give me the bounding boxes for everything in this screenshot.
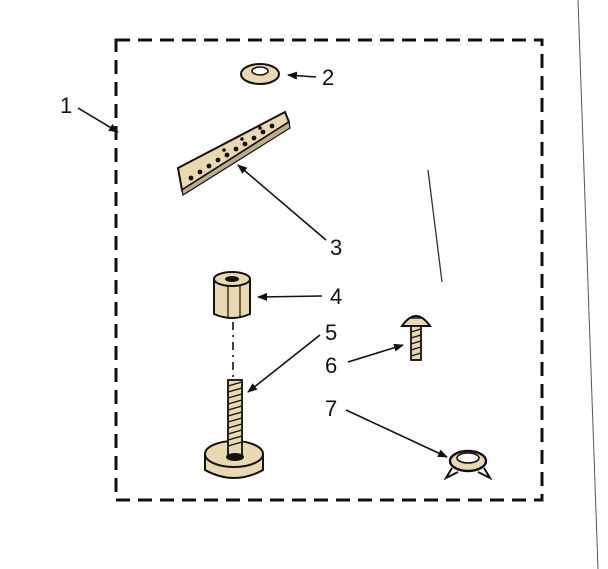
stray-line — [427, 169, 443, 283]
callout-3-strap: 3 — [330, 235, 343, 260]
clip-part — [443, 449, 493, 481]
leader-3 — [237, 164, 327, 241]
screw-part — [400, 315, 432, 361]
leader-6 — [347, 343, 404, 363]
leader-4 — [257, 292, 323, 301]
callout-4-nut: 4 — [330, 284, 343, 309]
callout-6-screw: 6 — [325, 353, 338, 378]
leader-7 — [345, 409, 448, 458]
leader-1 — [77, 107, 119, 133]
scan-edge-line — [577, 0, 599, 569]
kit-boundary — [114, 38, 544, 502]
leader-5 — [247, 334, 321, 393]
callout-5-leveling-leg: 5 — [325, 320, 338, 345]
callout-1-kit: 1 — [60, 93, 73, 118]
leader-2 — [287, 71, 317, 80]
callout-7-clip: 7 — [325, 396, 338, 421]
callout-2-washer: 2 — [322, 65, 335, 90]
leveling-leg-part — [204, 379, 264, 479]
washer-part — [240, 63, 280, 85]
strap-part — [176, 110, 291, 196]
coupling-nut-part — [213, 271, 251, 319]
